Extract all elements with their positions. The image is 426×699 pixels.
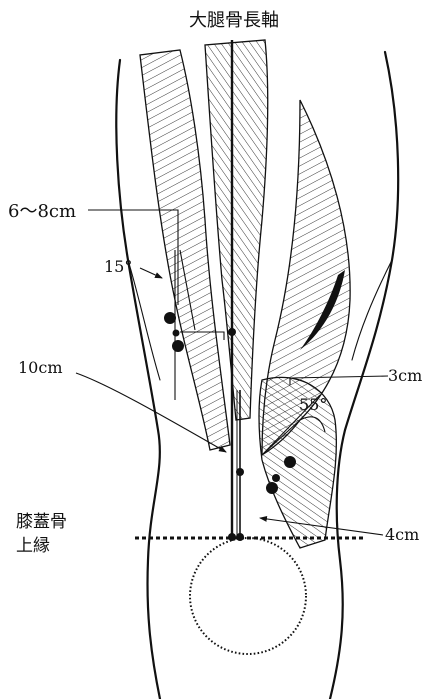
point-lateral-lower [172,340,184,352]
label-55-degrees: 55° [299,395,327,414]
patella [135,538,365,654]
label-upper-edge: 上縁 [16,536,50,556]
point-patella-left [228,533,236,541]
point-axis-lower [236,468,244,476]
label-6-8cm: 6〜8cm [8,201,76,222]
label-10cm: 10cm [18,358,63,377]
point-medial-mid [272,474,280,482]
label-15-degrees: 15° [104,257,132,276]
label-4cm: 4cm [385,525,419,544]
point-lateral-mid [173,330,180,337]
point-axis-10cm [228,328,236,336]
label-3cm: 3cm [388,366,422,385]
point-lateral-upper [164,312,176,324]
point-patella-right [236,533,244,541]
label-patella: 膝蓋骨 [16,512,67,532]
diagram-title: 大腿骨長軸 [189,10,279,31]
point-medial-upper [284,456,296,468]
point-medial-lower [266,482,278,494]
